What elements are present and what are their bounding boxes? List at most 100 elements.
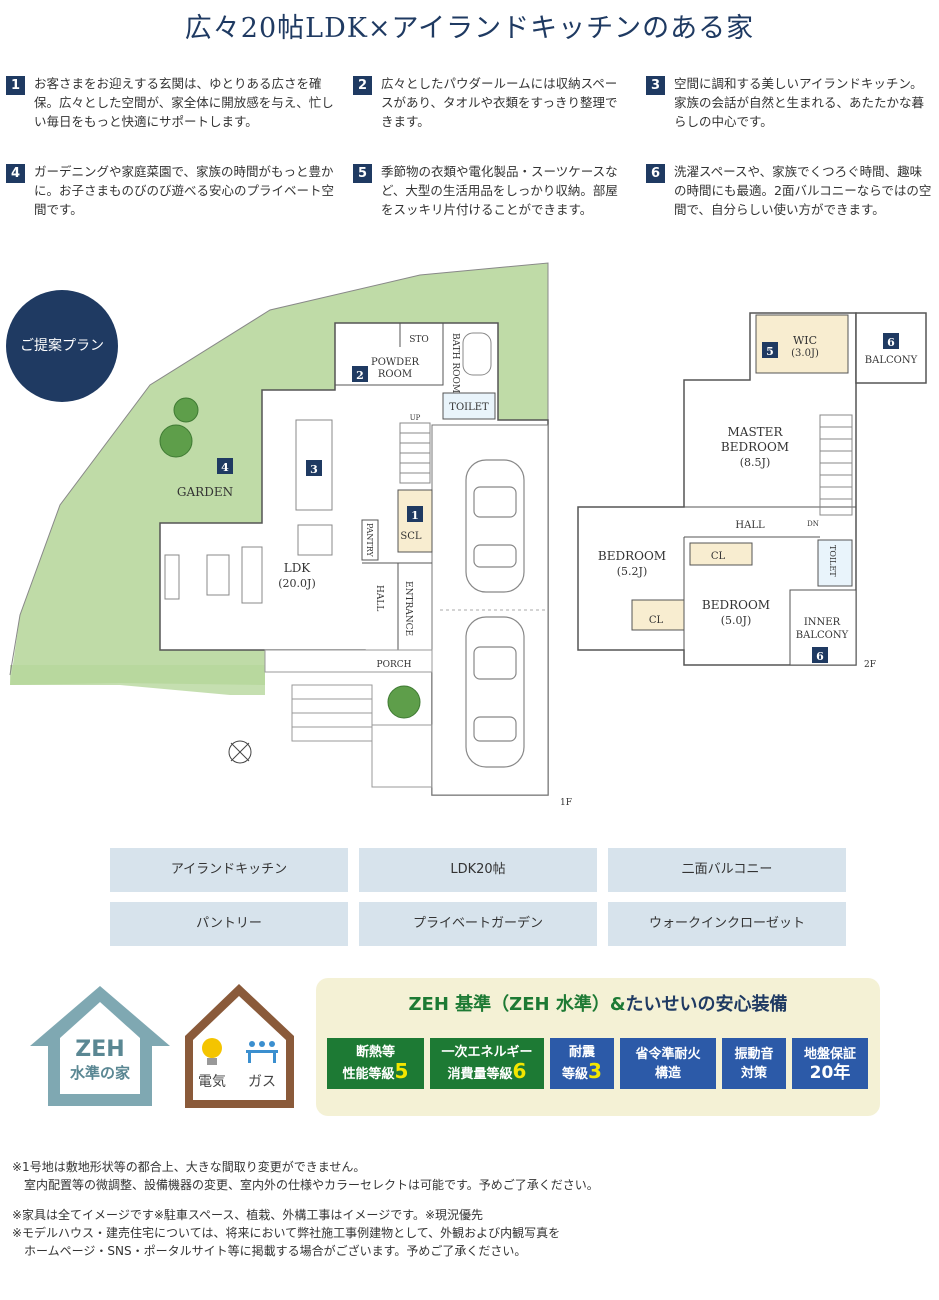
badge-l1: 耐震 [568, 1045, 595, 1060]
svg-text:2: 2 [356, 369, 364, 382]
label-cl-2: CL [649, 615, 664, 626]
note-5: ホームページ・SNS・ポータルサイト等に掲載する場合がございます。予めご了承くだ… [12, 1244, 527, 1258]
garden-lower [10, 665, 265, 695]
svg-text:4: 4 [221, 461, 229, 474]
bulb-icon [202, 1038, 222, 1065]
label-dn: DN [807, 520, 819, 528]
label-master-bedroom: BEDROOM [721, 440, 789, 454]
note-1: ※1号地は敷地形状等の都合上、大きな間取り変更ができません。 [12, 1160, 366, 1174]
dining-table [297, 524, 333, 556]
feature-number: 5 [353, 164, 372, 183]
tag-two-balcony: 二面バルコニー [608, 848, 846, 892]
badge-vibration: 振動音 対策 [722, 1038, 786, 1089]
label-hall-1f: HALL [374, 585, 384, 611]
badge-l2: 消費量等級 [447, 1067, 513, 1082]
label-master-size: (8.5J) [740, 456, 771, 469]
label-balcony: BALCONY [865, 355, 918, 366]
badge-primary-energy: 一次エネルギー 消費量等級6 [430, 1038, 544, 1089]
zeh-title-b: たいせいの安心装備 [625, 994, 788, 1015]
plan-badge: ご提案プラン [6, 290, 118, 402]
elec-label: 電気 [198, 1074, 226, 1090]
car-2 [465, 616, 525, 768]
gas-label: ガス [248, 1074, 276, 1090]
label-master: MASTER [728, 425, 784, 439]
label-hall-2f: HALL [735, 520, 765, 531]
marker-3: 3 [306, 460, 322, 476]
badge-l1: 地盤保証 [803, 1046, 856, 1062]
badge-big: 6 [512, 1059, 527, 1083]
label-bedroom-2-size: (5.0J) [721, 614, 752, 627]
label-toilet-2f: TOILET [828, 545, 837, 577]
badge-l1: 一次エネルギー [441, 1045, 533, 1060]
feature-number: 4 [6, 164, 25, 183]
badge-l1: 振動音 [734, 1046, 774, 1062]
feature-text: ガーデニングや家庭菜園で、家族の時間がもっと豊かに。お子さまものびのび遊べる安心… [34, 164, 335, 217]
label-inner-balcony: BALCONY [796, 630, 849, 641]
label-1f: 1F [560, 798, 572, 808]
label-cl-1: CL [711, 551, 726, 562]
svg-text:3: 3 [310, 463, 318, 476]
badge-l2: 性能等級 [342, 1067, 395, 1082]
badge-big: 5 [394, 1059, 409, 1083]
badge-big: 3 [588, 1059, 602, 1083]
label-bedroom-1-size: (5.2J) [617, 565, 648, 578]
badge-l1: 省令準耐火 [635, 1046, 701, 1062]
label-ldk: LDK [284, 561, 312, 575]
label-wic: WIC [793, 334, 817, 347]
feature-1: 1 お客さまをお迎えする玄関は、ゆとりある広さを確保。広々とした空間が、家全体に… [6, 74, 342, 131]
label-2f: 2F [864, 660, 876, 670]
label-wic-size: (3.0J) [791, 348, 819, 359]
badge-fireproof: 省令準耐火 構造 [620, 1038, 716, 1089]
zeh-panel: ZEH 基準（ZEH 水準）&たいせいの安心装備 断熱等 性能等級5 一次エネル… [316, 978, 880, 1116]
label-toilet: TOILET [449, 402, 489, 413]
feature-number: 2 [353, 76, 372, 95]
badge-insulation: 断熱等 性能等級5 [327, 1038, 424, 1089]
badge-l2: 構造 [654, 1065, 681, 1081]
page-title: 広々20帖LDK×アイランドキッチンのある家 [184, 13, 755, 44]
feature-6: 6 洗濯スペースや、家族でくつろぐ時間、趣味の時間にも最適。2面バルコニーならで… [646, 162, 932, 219]
feature-text: 季節物の衣類や電化製品・スーツケースなど、大型の生活用品をしっかり収納。部屋をス… [381, 164, 618, 217]
marker-2: 2 [352, 366, 368, 382]
label-porch: PORCH [377, 660, 412, 670]
label-bedroom-1: BEDROOM [598, 549, 666, 563]
svg-text:5: 5 [766, 345, 774, 358]
label-up: UP [410, 414, 421, 422]
note-3: ※家具は全てイメージです※駐車スペース、植栽、外構工事はイメージです。※現況優先 [12, 1208, 484, 1222]
badge-l2: 対策 [740, 1065, 767, 1081]
marker-6-inner: 6 [812, 647, 828, 663]
label-entrance: ENTRANCE [403, 581, 413, 636]
svg-text:6: 6 [816, 650, 824, 663]
energy-house-icon: 電気 ガス [185, 984, 294, 1108]
site-boundary [9, 262, 549, 795]
feature-5: 5 季節物の衣類や電化製品・スーツケースなど、大型の生活用品をしっかり収納。部屋… [353, 162, 625, 219]
label-scl: SCL [400, 531, 422, 542]
compass-icon [228, 740, 252, 764]
tag-island-kitchen: アイランドキッチン [110, 848, 348, 892]
label-inner: INNER [804, 617, 841, 628]
badge-ground-warranty: 地盤保証 20年 [792, 1038, 868, 1089]
marker-5: 5 [762, 342, 778, 358]
tree-icons [159, 397, 421, 719]
feature-text: お客さまをお迎えする玄関は、ゆとりある広さを確保。広々とした空間が、家全体に開放… [34, 76, 334, 129]
kitchen-island [295, 419, 333, 511]
zeh-house-icon: ZEH 水準の家 [30, 986, 170, 1106]
zeh-panel-title: ZEH 基準（ZEH 水準）&たいせいの安心装備 [316, 990, 880, 1016]
marker-1: 1 [407, 506, 423, 522]
svg-text:1: 1 [411, 509, 419, 522]
label-sto: STO [409, 335, 429, 345]
note-2: 室内配置等の微調整、設備機器の変更、室内外の仕様やカラーセレクトは可能です。予め… [12, 1178, 599, 1192]
feature-number: 3 [646, 76, 665, 95]
feature-text: 空間に調和する美しいアイランドキッチン。家族の会話が自然と生まれる、あたたかな暮… [674, 76, 925, 129]
tag-walk-in-closet: ウォークインクローゼット [608, 902, 846, 946]
label-bedroom-2: BEDROOM [702, 598, 770, 612]
label-garden: GARDEN [177, 485, 233, 499]
zeh-house-line2: 水準の家 [70, 1064, 130, 1082]
feature-text: 洗濯スペースや、家族でくつろぐ時間、趣味の時間にも最適。2面バルコニーならではの… [674, 164, 932, 217]
marker-4: 4 [217, 458, 233, 474]
marker-6-balcony: 6 [883, 333, 899, 349]
tag-private-garden: プライベートガーデン [359, 902, 597, 946]
badge-l1: 断熱等 [355, 1045, 395, 1060]
feature-4: 4 ガーデニングや家庭菜園で、家族の時間がもっと豊かに。お子さまものびのび遊べる… [6, 162, 342, 219]
